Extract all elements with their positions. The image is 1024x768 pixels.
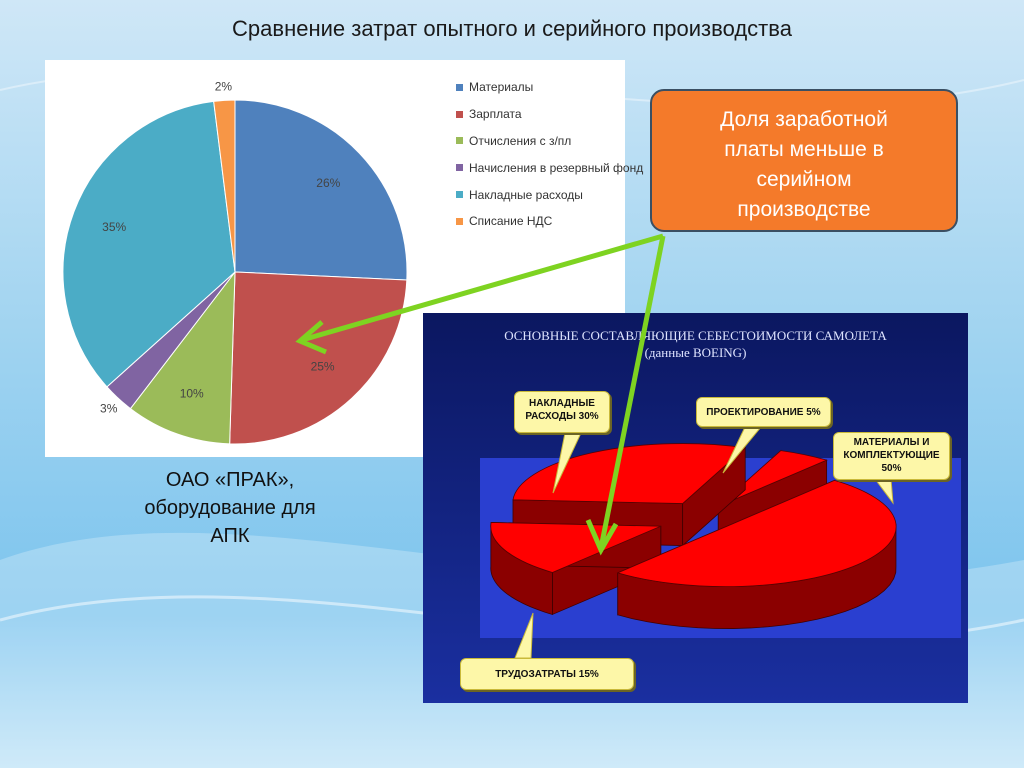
pie-slice-vat [213,99,236,273]
slide-title: Сравнение затрат опытного и серийного пр… [232,16,792,41]
pie-slice-materials [234,99,408,281]
annotation-design-line-1: ПРОЕКТИРОВАНИЕ 5% [706,407,821,418]
company-line-1: ОАО «ПРАК», [165,469,295,491]
boeing-title-line-1: ОСНОВНЫЕ СОСТАВЛЯЮЩИЕ СЕБЕСТОИМОСТИ САМО… [504,328,887,343]
pie-label-payroll-tax: 10% [180,387,204,401]
legend-item-vat: Списание НДС [456,208,643,235]
legend-label: Материалы [469,80,534,95]
callout-line-2: платы меньше в [724,138,884,161]
legend-label: Отчисления с з/пл [469,133,572,148]
legend-item-payroll-tax: Отчисления с з/пл [456,128,643,155]
legend-label: Списание НДС [469,214,553,229]
pie-label-materials: 26% [316,176,340,190]
boeing-chart-title: ОСНОВНЫЕ СОСТАВЛЯЮЩИЕ СЕБЕСТОИМОСТИ САМО… [423,327,968,361]
annotation-materials-line-3: 50% [881,463,902,474]
company-line-3: АПК [210,525,250,547]
company-caption: ОАО «ПРАК», оборудование для АПК [100,466,360,550]
boeing-3d-pie [480,426,961,659]
pie-label-vat: 2% [215,79,233,93]
pie-slice-payroll-tax [129,270,236,445]
legend-label: Зарплата [469,107,522,122]
pie-slice-overhead [62,100,236,388]
pie-label-reserve-fund: 3% [100,402,118,416]
annotation-materials-line-1: МАТЕРИАЛЫ И [853,437,930,448]
company-line-2: оборудование для [144,497,316,519]
legend-label: Начисления в резервный фонд [469,160,644,175]
wage-share-callout: Доля заработной платы меньше в серийном … [650,89,958,232]
cost-pie-chart: 26% 25% 10% 3% 35% 2% [62,79,408,445]
annotation-materials: МАТЕРИАЛЫ И КОМПЛЕКТУЮЩИЕ 50% [833,432,950,480]
legend-swatch [456,191,463,199]
pie-label-overhead: 35% [102,220,126,234]
boeing-cost-chart: ОСНОВНЫЕ СОСТАВЛЯЮЩИЕ СЕБЕСТОИМОСТИ САМО… [423,313,968,703]
legend-item-overhead: Накладные расходы [456,181,643,208]
annotation-pointer-overhead [552,432,582,494]
legend-label: Накладные расходы [469,187,583,202]
legend-swatch [456,137,463,145]
annotation-overhead: НАКЛАДНЫЕ РАСХОДЫ 30% [514,391,610,433]
callout-line-1: Доля заработной [720,108,888,131]
annotation-overhead-line-1: НАКЛАДНЫЕ [529,398,595,409]
legend-item-salary: Зарплата [456,101,643,128]
boeing-title-line-2: (данные BOEING) [644,345,747,360]
legend-swatch [456,110,463,118]
legend-swatch [456,164,463,172]
annotation-labor: ТРУДОЗАТРАТЫ 15% [460,658,634,690]
legend-item-materials: Материалы [456,74,643,101]
annotation-pointer-design [722,426,763,474]
pie-slice-salary [229,271,408,445]
callout-line-3: серийном [756,168,852,191]
callout-line-4: производстве [737,198,871,221]
legend-swatch [456,83,463,91]
annotation-labor-line-1: ТРУДОЗАТРАТЫ 15% [495,669,599,680]
legend-swatch [456,217,463,225]
pie-label-salary: 25% [311,360,335,374]
legend-item-reserve-fund: Начисления в резервный фонд [456,154,643,181]
boeing-slice-materials [616,479,897,629]
annotation-design: ПРОЕКТИРОВАНИЕ 5% [696,397,831,427]
annotation-materials-line-2: КОМПЛЕКТУЮЩИЕ [843,450,940,461]
annotation-overhead-line-2: РАСХОДЫ 30% [525,411,599,422]
